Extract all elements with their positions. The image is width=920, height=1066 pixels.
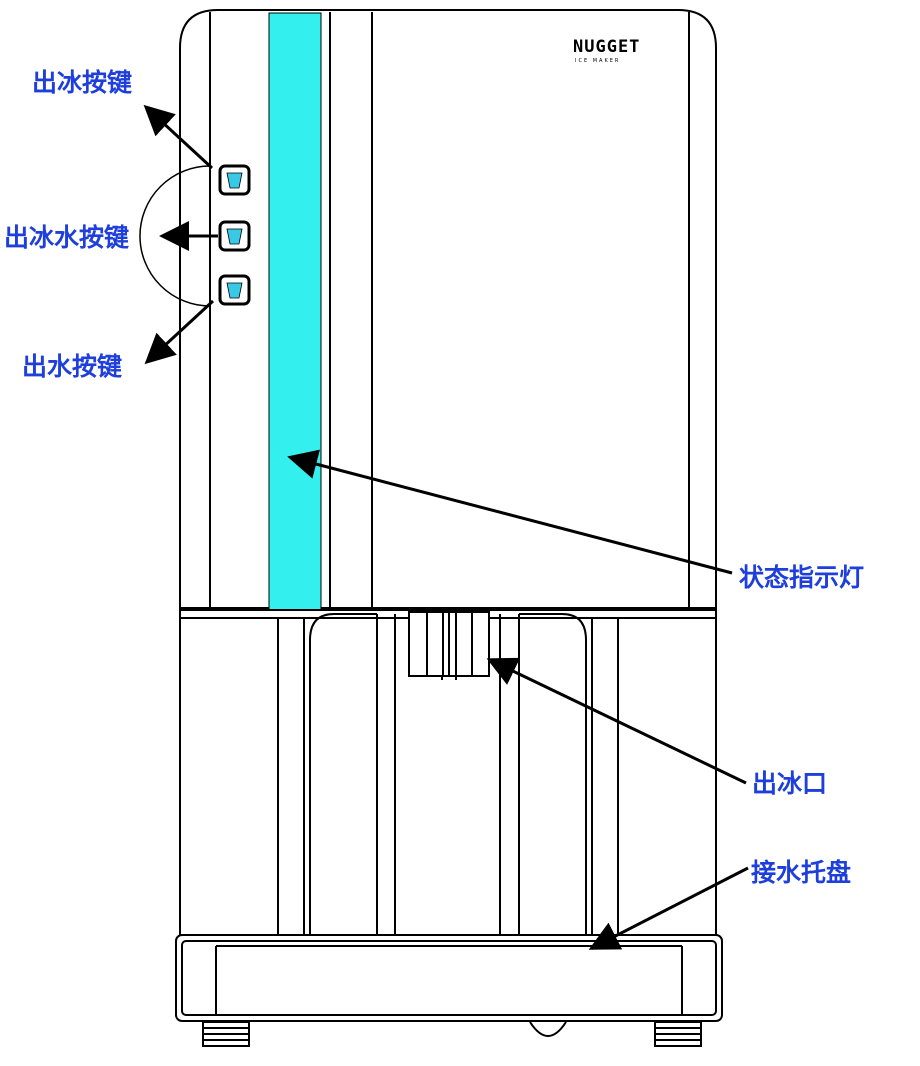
arrow-status-light	[287, 449, 733, 575]
ice-water-cup-icon	[226, 228, 243, 245]
ice-outlet	[408, 611, 490, 680]
label-status-light: 状态指示灯	[739, 563, 865, 592]
brand-logo-text: NUGGET	[573, 37, 640, 57]
ice-cup-icon	[226, 172, 243, 189]
label-ice-button: 出冰按键	[32, 68, 133, 97]
callout-arrows	[143, 104, 749, 950]
brand-logo: NUGGET ICE MAKER	[573, 37, 640, 64]
label-ice-outlet: 出冰口	[752, 769, 828, 798]
brand-logo-subtext: ICE MAKER	[575, 58, 620, 64]
drip-tray	[175, 934, 723, 1022]
lower-body	[179, 609, 717, 945]
ice-water-button[interactable]	[218, 220, 251, 252]
label-ice-water-button: 出冰水按键	[4, 223, 130, 252]
arrow-drip-tray	[588, 866, 749, 950]
button-cluster-outline	[139, 165, 211, 307]
ice-button[interactable]	[218, 164, 251, 196]
water-cup-icon	[226, 282, 243, 299]
status-light-strip	[268, 12, 322, 611]
label-water-button: 出水按键	[22, 352, 123, 381]
water-button[interactable]	[218, 274, 251, 306]
upper-body	[179, 9, 717, 609]
arrow-ice-button	[143, 104, 214, 170]
feet	[202, 1021, 702, 1047]
label-drip-tray: 接水托盘	[751, 858, 852, 887]
arrow-ice-outlet	[486, 657, 747, 785]
arrow-water-button	[144, 299, 215, 365]
